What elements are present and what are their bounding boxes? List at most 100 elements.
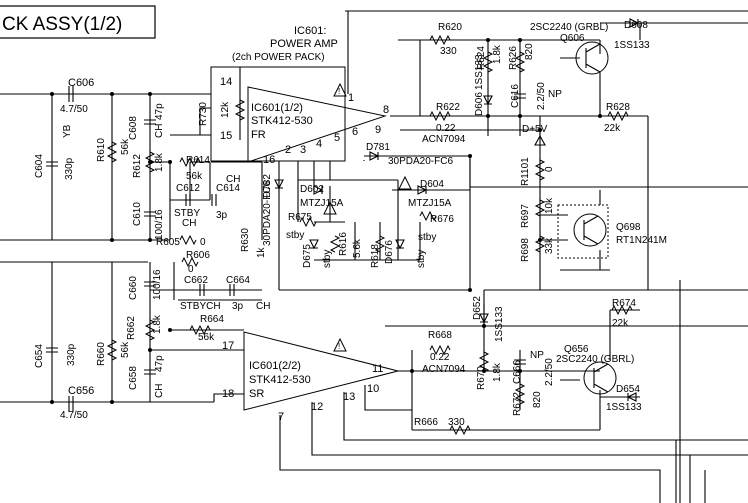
ic601-upper-part: STK412-530 — [251, 115, 313, 127]
c614-ch: CH — [226, 174, 240, 185]
r612-value: 1.8k — [154, 152, 165, 172]
c656-ref: C656 — [68, 385, 94, 397]
ic601-upper-channel: FR — [251, 129, 266, 141]
stby-value: 3p — [216, 210, 228, 221]
right-middle-labels: R1101 0 R697 10k R698 33k Q698 RT1N241M — [520, 157, 667, 262]
r612-ref: R612 — [132, 154, 143, 178]
c612-ref: C612 — [176, 183, 200, 194]
d675-ref: D675 — [302, 244, 313, 268]
r628-ref: R628 — [606, 102, 630, 113]
c616-value: 2.2/50 — [536, 82, 547, 110]
r660-ref: R660 — [96, 342, 107, 366]
c614-ref: C614 — [216, 183, 240, 194]
r605-value: 0 — [200, 237, 206, 248]
r610-ref: R610 — [96, 138, 107, 162]
d676-stby: stby — [416, 250, 427, 268]
ic601-upper-triangle — [247, 86, 387, 163]
r1101-ref: R1101 — [520, 157, 531, 186]
ic601-header-1: IC601: — [294, 25, 326, 37]
r626-ref: R626 — [508, 46, 519, 70]
r616-value: 5.6k — [352, 238, 363, 258]
d606-ref: D606 — [474, 92, 485, 116]
d782-ref: D782 — [262, 174, 273, 198]
ic601-upper-name: IC601(1/2) — [251, 102, 303, 114]
c664-ref: C664 — [226, 275, 250, 286]
stby-label: STBY — [174, 208, 200, 219]
c604-value: 330p — [64, 157, 75, 180]
pin-14: 14 — [220, 76, 232, 88]
warning-icon-d604 — [398, 175, 412, 190]
warning-icon-d602 — [323, 200, 337, 215]
title-box — [0, 5, 156, 39]
r624-value: 1.8k — [492, 44, 503, 64]
d604-ref: D604 — [420, 179, 444, 190]
r675-ref: R675 — [288, 212, 312, 223]
c604-yb: YB — [62, 124, 73, 138]
title: CK ASSY(1/2) — [2, 14, 122, 35]
r628-value: 22k — [604, 123, 621, 134]
c658-ref: C658 — [128, 366, 139, 390]
ic601-upper-box — [210, 66, 346, 162]
c608-ref: C608 — [128, 116, 139, 140]
pin-8: 8 — [383, 104, 389, 116]
pin-5: 5 — [334, 132, 340, 144]
acn7094-upper: ACN7094 — [422, 134, 466, 145]
r624-ref: R624 — [476, 46, 487, 70]
pin-3: 3 — [300, 144, 306, 156]
ic601-lower-channel: SR — [249, 388, 264, 400]
q606-part: 2SC2240 (GRBL) — [530, 22, 608, 33]
ic601-header-2: POWER AMP — [270, 38, 338, 50]
q606-ref: Q606 — [560, 33, 585, 44]
right-rails — [675, 280, 706, 503]
q656-part: 2SC2240 (GBRL) — [556, 354, 634, 365]
c608-ch: CH — [154, 124, 165, 138]
warning-icon — [333, 82, 347, 97]
r630-value: 1k — [256, 246, 267, 258]
c612-ch: CH — [182, 218, 196, 229]
pin-10: 10 — [367, 383, 379, 395]
r620-ref: R620 — [438, 22, 462, 33]
d602-ref: D602 — [300, 184, 324, 195]
d676-ref: D676 — [384, 240, 395, 264]
d675-stby: stby — [322, 250, 333, 268]
right-upper-network — [345, 10, 748, 291]
d654-ref: D654 — [616, 384, 640, 395]
r668-value: 0.22 — [430, 352, 450, 363]
r697-value: 10k — [544, 197, 555, 214]
acn7094-lower: ACN7094 — [422, 364, 466, 375]
r698-value: 33k — [544, 237, 555, 254]
r676-ref: R676 — [430, 214, 454, 225]
pin-2: 2 — [285, 144, 291, 156]
r622-value: 0.22 — [436, 123, 456, 134]
right-upper-labels: R620 330 R622 0.22 ACN7094 R624 1.8k R62… — [422, 20, 650, 145]
r1101-value: 0 — [544, 166, 555, 172]
d604-part: MTZJ15A — [408, 198, 452, 209]
c604-ref: C604 — [34, 154, 45, 178]
ic601-lower-part: STK412-530 — [249, 374, 311, 386]
r614-ref: R614 — [186, 155, 210, 166]
r674-ref: R674 — [612, 298, 636, 309]
r698-ref: R698 — [520, 238, 531, 262]
r730-ref: R730 — [198, 102, 209, 126]
r622-ref: R622 — [436, 102, 460, 113]
r630-ref: R630 — [240, 228, 251, 252]
d652-part: 1SS133 — [494, 306, 505, 342]
r605-ref: R605 — [156, 237, 180, 248]
c606-value: 4.7/50 — [60, 104, 88, 115]
r664-value: 56k — [198, 332, 215, 343]
middle-network — [274, 151, 472, 292]
d5v-label: D+5V — [522, 124, 548, 135]
d781-part: 30PDA20-FC6 — [388, 156, 453, 167]
c666-value: 2.2/50 — [544, 358, 555, 386]
lower-left-network — [0, 256, 262, 412]
upper-left-network — [0, 67, 263, 246]
r664-ref: R664 — [200, 314, 224, 325]
r610-value: 56k — [120, 138, 131, 155]
c662-ref: C662 — [184, 275, 208, 286]
r606-value: 0 — [188, 264, 194, 275]
middle-labels: D781 30PDA20-FC6 D782 30PDA20-FC6 D602 M… — [262, 142, 454, 268]
ic601-lower-name: IC601(2/2) — [249, 360, 301, 372]
r660-value: 56k — [120, 341, 131, 358]
r662-ref: R662 — [126, 316, 137, 340]
